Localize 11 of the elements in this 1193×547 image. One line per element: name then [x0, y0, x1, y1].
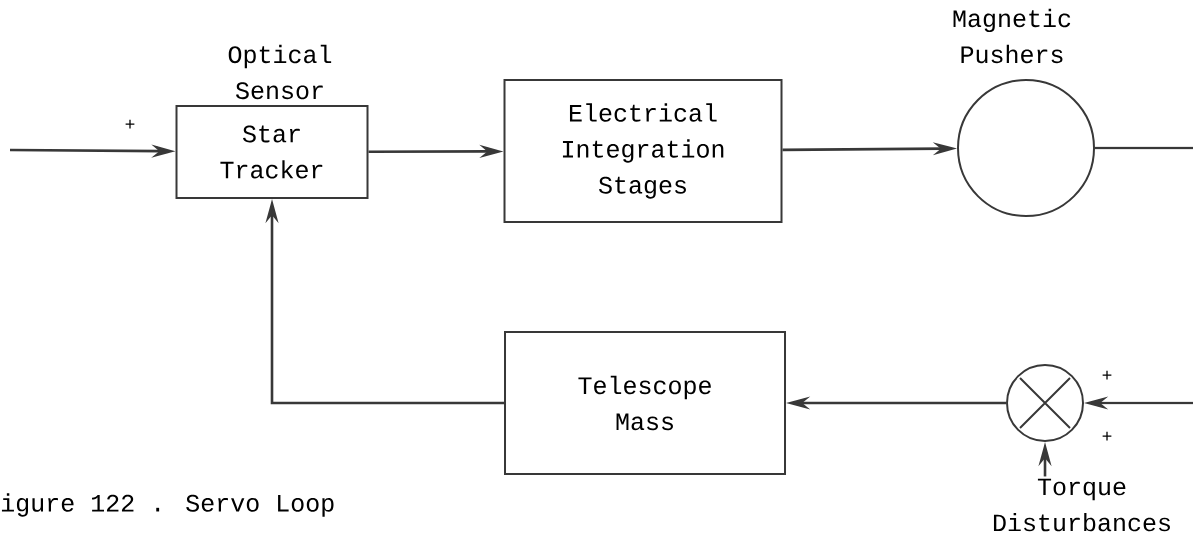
figure-caption: igure 122 . Servo Loop	[1, 493, 334, 517]
sign-label: +	[125, 119, 135, 129]
process-box: Electrical Integration Stages	[503, 79, 783, 223]
process-box: Telescope Mass	[504, 331, 786, 475]
summing-junction	[1006, 364, 1084, 442]
sign-label: +	[1102, 370, 1112, 380]
process-box: Star Tracker	[175, 105, 369, 199]
block-heading: Magnetic Pushers	[953, 8, 1071, 64]
block-heading: Optical Sensor	[228, 44, 332, 100]
sign-label: +	[1102, 431, 1112, 441]
input-label: Torque Disturbances	[993, 478, 1170, 532]
